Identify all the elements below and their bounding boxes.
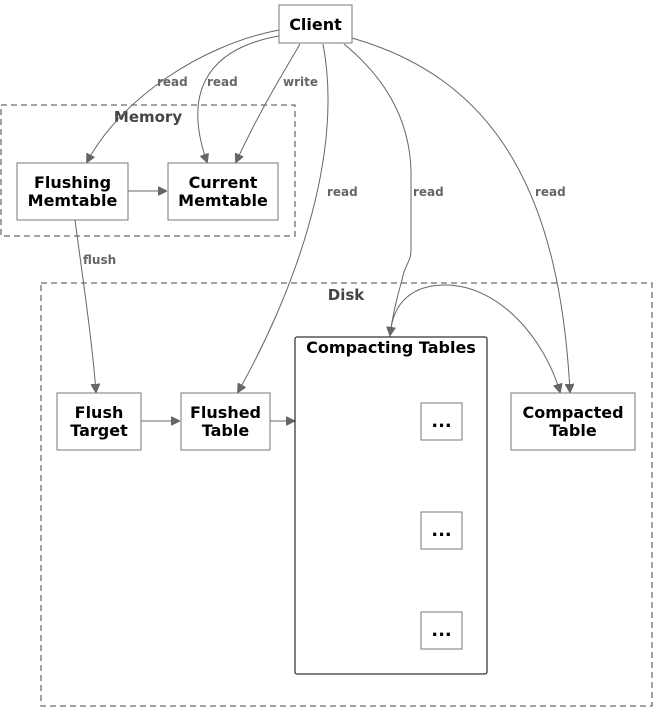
flushed-table-label-line2: Table (202, 421, 250, 440)
compacted-table-label-line1: Compacted (522, 403, 623, 422)
flush-target-label-line1: Flush (75, 403, 124, 422)
flush-target-node: Flush Target (56, 392, 142, 451)
current-memtable-label-line1: Current (189, 173, 258, 192)
compacted-table-node: Compacted Table (510, 392, 636, 451)
compacting-table-item-2-label: ... (431, 520, 452, 541)
current-memtable-label-line2: Memtable (178, 191, 268, 210)
disk-cluster-label: Disk (328, 286, 366, 304)
edge-label-write: write (283, 75, 318, 89)
edge-client-current-write (236, 43, 301, 162)
edge-label-flush: flush (83, 253, 116, 267)
compacting-table-item-3-label: ... (431, 620, 452, 641)
compacted-table-label-line2: Table (549, 421, 597, 440)
compacting-table-item-1-label: ... (431, 411, 452, 432)
flushed-table-node: Flushed Table (180, 392, 271, 451)
edge-client-compacting-read (343, 43, 412, 335)
compacting-table-item-1 (420, 402, 463, 441)
compacting-table-item-3 (420, 611, 463, 650)
edge-client-flushing-read (87, 29, 280, 162)
client-node: Client (278, 4, 353, 44)
edge-label-read-4: read (413, 185, 444, 199)
memory-cluster-label: Memory (114, 108, 182, 126)
client-label: Client (289, 15, 342, 34)
edge-label-read-3: read (327, 185, 358, 199)
current-memtable-node: Current Memtable (167, 162, 279, 221)
compacting-tables-node: Compacting Tables ... ... ... (294, 336, 488, 675)
edge-compacting-compacted (389, 284, 560, 392)
flushing-memtable-label-line1: Flushing (34, 173, 111, 192)
memory-cluster (0, 104, 296, 237)
compacting-table-item-2 (420, 511, 463, 550)
edge-client-compacted-read (351, 37, 570, 392)
flushing-memtable-label-line2: Memtable (28, 191, 118, 210)
flushing-memtable-node: Flushing Memtable (16, 162, 129, 221)
edge-client-current-read (197, 35, 280, 162)
disk-cluster (40, 282, 653, 707)
edge-client-flushed-read (238, 43, 329, 392)
edge-flushing-flushtarget (74, 219, 96, 392)
flush-target-label-line2: Target (70, 421, 128, 440)
flushed-table-label-line1: Flushed (190, 403, 261, 422)
edge-label-read-1: read (157, 75, 188, 89)
edge-label-read-5: read (535, 185, 566, 199)
edge-label-read-2: read (207, 75, 238, 89)
compacting-tables-label: Compacting Tables (306, 338, 476, 357)
